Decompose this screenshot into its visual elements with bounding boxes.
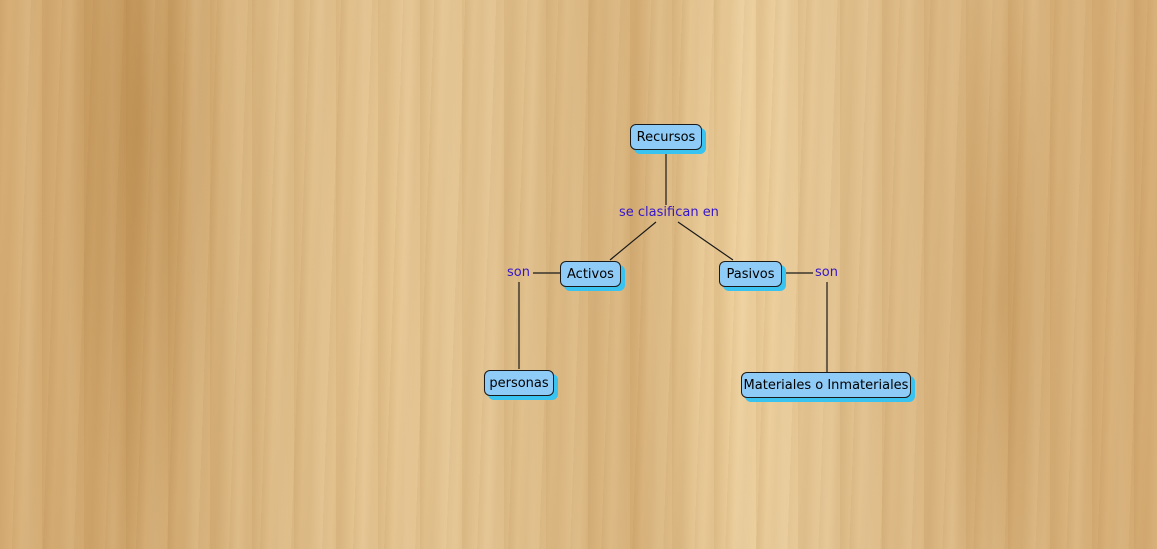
link-label-clasifican: se clasifican en: [619, 205, 719, 220]
concept-materiales-label: Materiales o Inmateriales: [743, 377, 909, 393]
concept-activos[interactable]: Activos: [560, 261, 621, 287]
link-label-son-left: son: [507, 265, 530, 280]
link-label-son-right: son: [815, 265, 838, 280]
connector-label-to-pasivos: [677, 221, 734, 261]
concept-pasivos-label: Pasivos: [726, 266, 775, 282]
concept-materiales[interactable]: Materiales o Inmateriales: [741, 372, 911, 398]
concept-recursos[interactable]: Recursos: [630, 124, 702, 150]
concept-personas-label: personas: [489, 375, 549, 391]
concept-activos-label: Activos: [567, 266, 614, 282]
connector-label-to-activos: [609, 221, 657, 261]
concept-recursos-label: Recursos: [636, 129, 696, 145]
concept-personas[interactable]: personas: [484, 370, 554, 396]
concept-pasivos[interactable]: Pasivos: [719, 261, 782, 287]
